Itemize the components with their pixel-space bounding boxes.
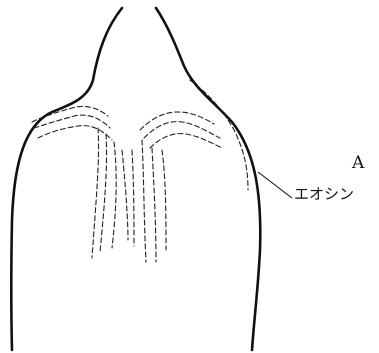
dashed-strand-7 [152,148,156,262]
dashed-strand-1 [92,128,99,258]
panel-label: A [351,153,365,173]
dashed-band-right-upper [140,112,214,130]
dashed-strand-5 [132,150,134,246]
callout-leader-line [258,172,292,198]
dashed-strand-6 [142,140,146,262]
dashed-strand-2 [100,134,107,252]
dashed-band-left-lower [38,126,112,140]
callout-label: エオシン [294,185,354,203]
dashed-strand-4 [122,150,128,240]
dashed-band-left-upper [32,106,108,122]
dashed-band-right-lower [150,134,222,148]
dashed-strand-3 [112,142,116,248]
dashed-strand-8 [162,150,166,250]
outline-right [156,8,260,350]
dashed-band-right-middle [144,122,220,138]
